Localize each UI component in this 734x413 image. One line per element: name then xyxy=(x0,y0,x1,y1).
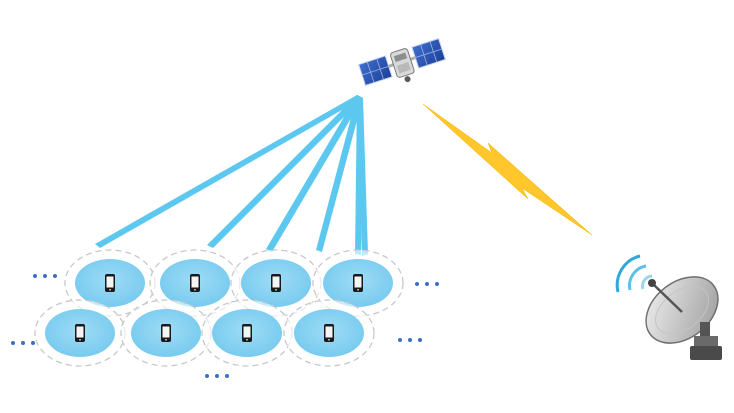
smartphone-icon xyxy=(353,274,363,292)
satellite-dish-icon xyxy=(615,254,722,360)
coverage-cell xyxy=(312,249,404,317)
beam-4 xyxy=(316,95,363,252)
coverage-cell xyxy=(201,299,293,367)
dots-top-left xyxy=(33,274,57,278)
beam-6 xyxy=(357,95,368,256)
dots-bottom-right xyxy=(398,338,422,342)
cell-grid xyxy=(34,249,404,367)
smartphone-icon xyxy=(105,274,115,292)
coverage-cell xyxy=(64,249,156,317)
beam-1 xyxy=(95,95,363,248)
beam-2 xyxy=(207,95,363,248)
coverage-cell xyxy=(120,299,212,367)
dots-bottom-left xyxy=(11,341,35,345)
dots-bottom-center xyxy=(205,374,229,378)
smartphone-icon xyxy=(161,324,171,342)
beam-group xyxy=(95,95,368,256)
satellite-icon xyxy=(358,37,446,87)
lightning-bolt-icon xyxy=(422,103,593,236)
dots-top-right xyxy=(415,282,439,286)
smartphone-icon xyxy=(242,324,252,342)
continuation-marks xyxy=(11,274,439,378)
coverage-cell xyxy=(283,299,375,367)
smartphone-icon xyxy=(271,274,281,292)
beam-3 xyxy=(266,95,363,252)
coverage-cell xyxy=(34,299,126,367)
smartphone-icon xyxy=(190,274,200,292)
smartphone-icon xyxy=(75,324,85,342)
coverage-cell xyxy=(149,249,241,317)
smartphone-icon xyxy=(324,324,334,342)
